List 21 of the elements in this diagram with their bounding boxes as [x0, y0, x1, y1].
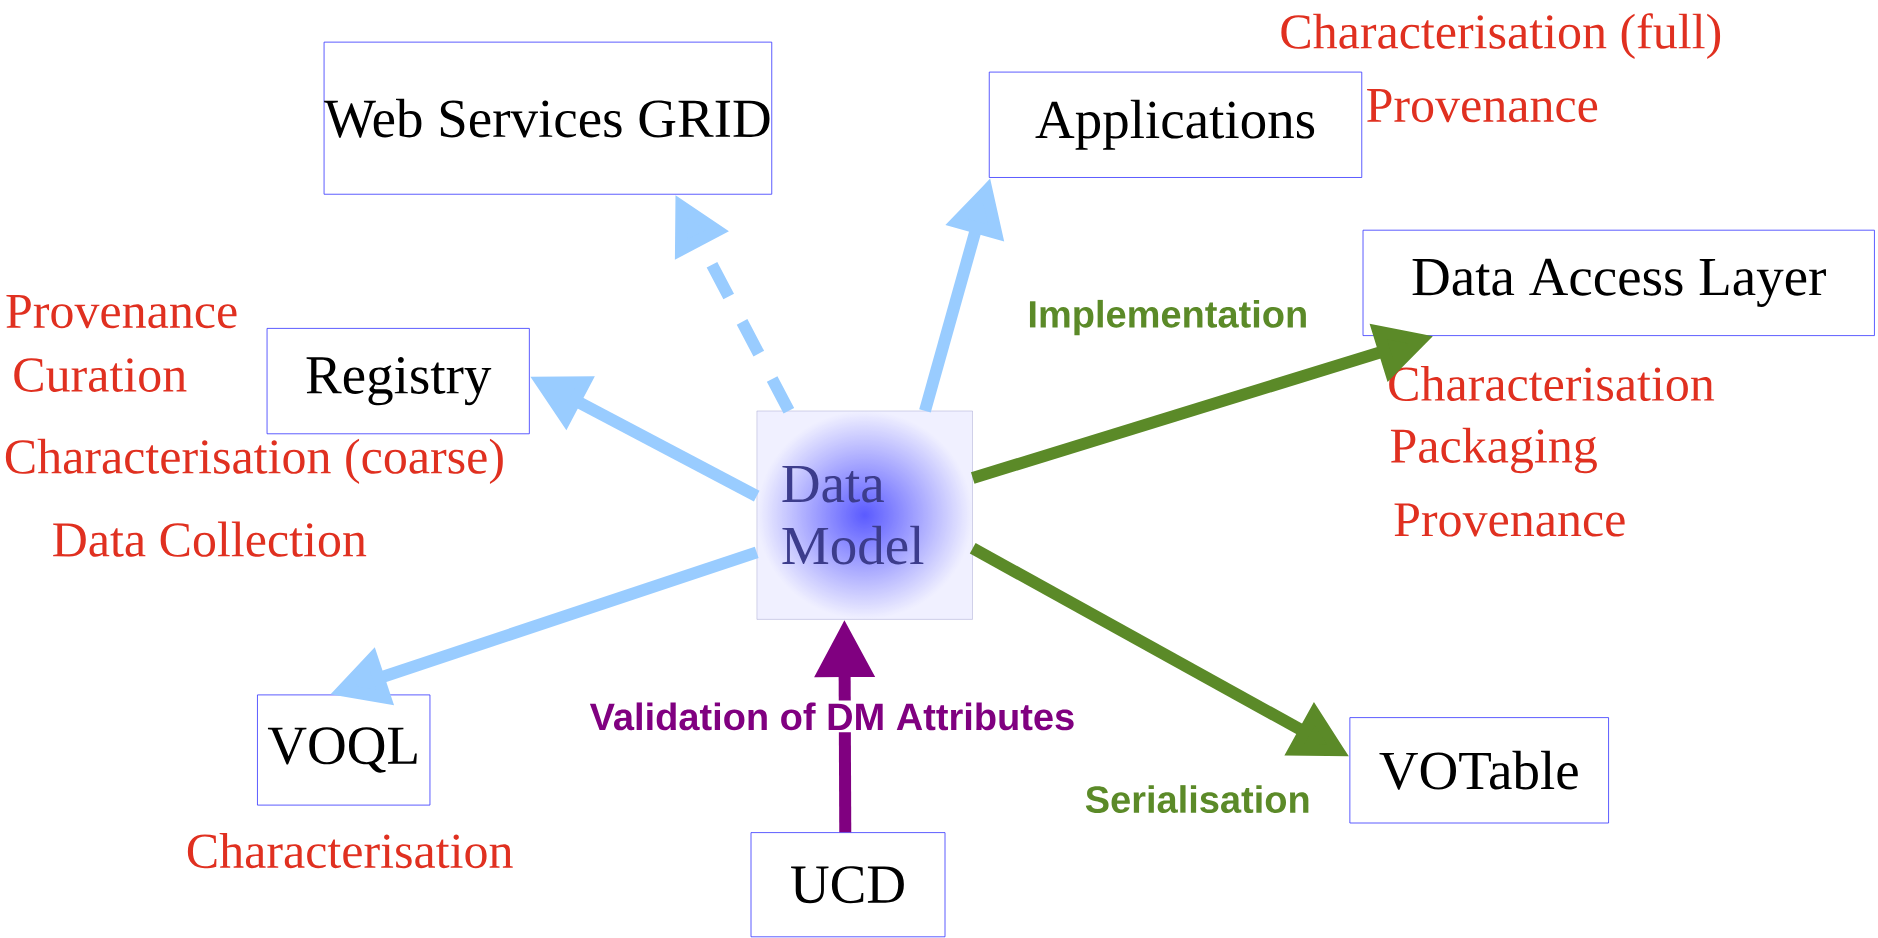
- edge-label: Implementation: [1025, 297, 1311, 338]
- annotation-text: Data Collection: [53, 521, 367, 557]
- edge-label: Serialisation: [1082, 783, 1313, 816]
- component-box: UCD: [750, 832, 946, 938]
- component-box: Applications: [988, 71, 1363, 178]
- annotation-text: Characterisation (coarse): [5, 438, 503, 484]
- component-box: Registry: [266, 328, 530, 435]
- annotation-text: Characterisation: [1389, 365, 1715, 402]
- annotation-text: Provenance: [6, 295, 237, 329]
- component-box: VOQL: [257, 694, 431, 806]
- annotation-text: Curation: [14, 358, 187, 392]
- component-box: Data Access Layer: [1362, 229, 1875, 336]
- component-box: VOTable: [1349, 717, 1609, 824]
- component-box: Web Services GRID: [323, 41, 773, 195]
- annotation-text: Characterisation: [187, 833, 513, 869]
- annotation-text: Provenance: [1394, 503, 1625, 537]
- edge-label: Validation of DM Attributes: [587, 700, 1078, 733]
- data-model-box: Data Model: [756, 410, 973, 620]
- annotation-text: Provenance: [1367, 89, 1598, 123]
- annotation-text: Packaging: [1390, 427, 1597, 474]
- annotation-text: Characterisation (full): [1281, 13, 1721, 59]
